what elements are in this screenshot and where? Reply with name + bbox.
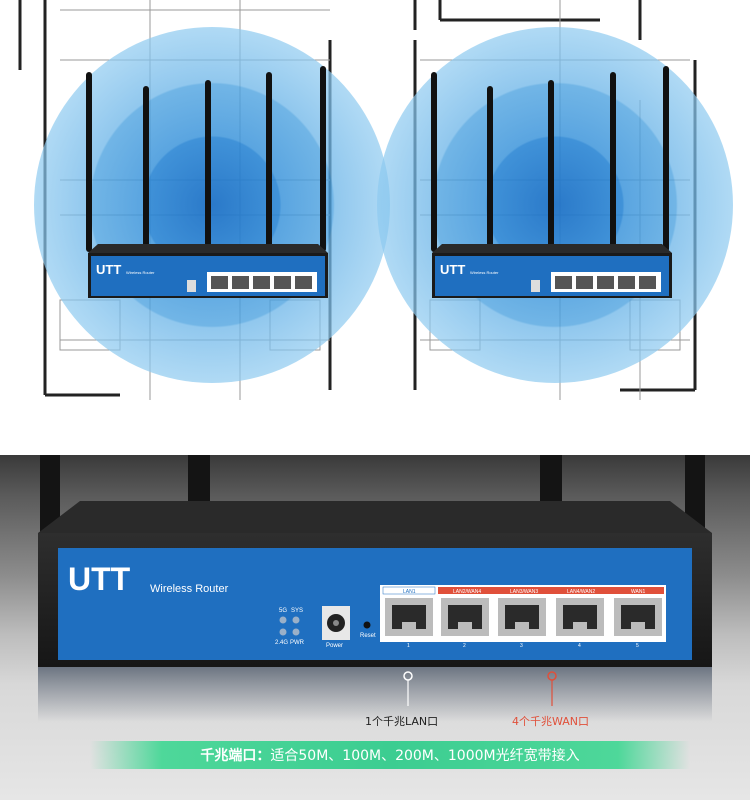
led-sys <box>292 616 300 624</box>
ethernet-port-2[interactable] <box>441 598 489 636</box>
led-5g <box>279 616 287 624</box>
banner-heading: 千兆端口： <box>200 748 271 764</box>
power-label: Power <box>326 643 343 649</box>
ethernet-port-4[interactable] <box>556 598 604 636</box>
router-reflection <box>38 667 712 722</box>
brand-logo-small: UTT <box>440 262 465 277</box>
port-label-3: LAN3/WAN3 <box>510 589 538 595</box>
led-label-2-4g: 2.4G <box>275 640 288 646</box>
brand-logo: UTT <box>68 561 131 597</box>
led-2-4g <box>279 628 287 636</box>
router-right: UTT Wireless Router <box>431 66 672 298</box>
ethernet-port-3[interactable] <box>498 598 546 636</box>
port-number-4: 4 <box>578 643 581 649</box>
port-number-3: 3 <box>520 643 523 649</box>
led-label-5g: 5G <box>279 608 287 614</box>
reset-button[interactable] <box>363 621 371 629</box>
lan-callout-text: 1个千兆LAN口 <box>365 715 439 728</box>
port-number-1: 1 <box>407 643 410 649</box>
led-label-pwr: PWR <box>290 640 305 646</box>
coverage-illustration: UTT Wireless Router <box>18 0 733 400</box>
product-label-small: Wireless Router <box>126 270 155 275</box>
router-front-panel-scene: UTT Wireless Router 5G SYS 2.4G PWR Powe… <box>38 455 712 722</box>
coverage-circle-right <box>377 27 733 383</box>
led-pwr <box>292 628 300 636</box>
brand-logo-small: UTT <box>96 262 121 277</box>
reset-label: Reset <box>360 633 376 639</box>
gigabit-port-banner: 千兆端口： 适合50M、100M、200M、1000M光纤宽带接入 <box>90 741 690 769</box>
product-label-small: Wireless Router <box>470 270 499 275</box>
lan-callout-marker <box>403 671 413 681</box>
port-number-5: 5 <box>636 643 639 649</box>
port-label-4: LAN4/WAN2 <box>567 589 595 595</box>
wan-callout-text: 4个千兆WAN口 <box>512 715 590 728</box>
ethernet-ports <box>385 598 662 636</box>
ethernet-port-1[interactable] <box>385 598 433 636</box>
port-number-2: 2 <box>463 643 466 649</box>
floor-plan-scene: UTT Wireless Router <box>18 0 733 400</box>
router-left: UTT Wireless Router <box>86 66 328 298</box>
port-label-5: WAN1 <box>631 589 645 595</box>
wan-callout-marker <box>547 671 557 681</box>
product-label: Wireless Router <box>150 583 229 595</box>
banner-text: 适合50M、100M、200M、1000M光纤宽带接入 <box>270 748 580 764</box>
port-label-2: LAN2/WAN4 <box>453 589 481 595</box>
port-label-1: LAN1 <box>403 589 416 595</box>
led-label-sys: SYS <box>291 608 303 614</box>
ethernet-port-5[interactable] <box>614 598 662 636</box>
